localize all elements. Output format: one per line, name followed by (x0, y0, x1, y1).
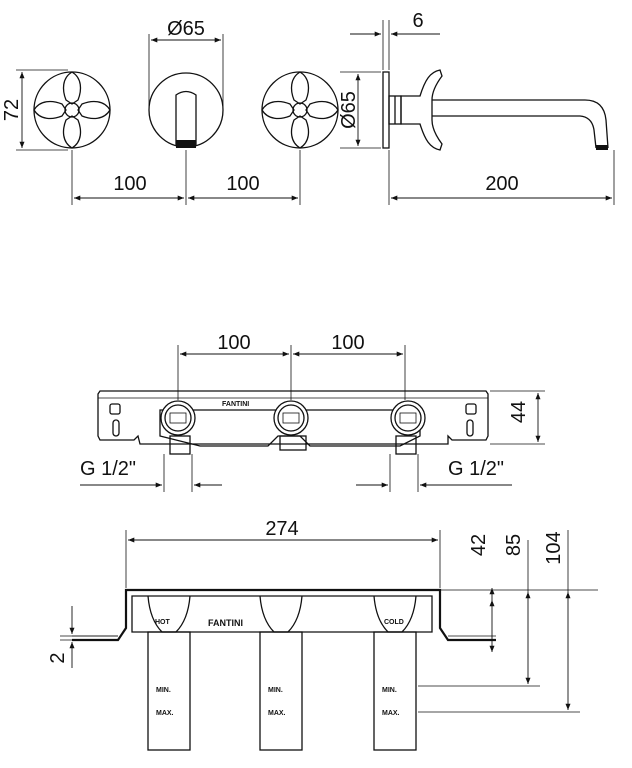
thread-right-label: G 1/2" (448, 458, 504, 480)
spout-escutcheon-front (148, 72, 224, 148)
top-front-view: 72 Ø65 100 100 (1, 18, 339, 205)
middle-body-top-view: FANTINI 100 100 44 (80, 332, 545, 492)
dim-diameter-side-label: Ø65 (338, 91, 360, 129)
dim-42-label: 42 (468, 534, 490, 556)
dim-6-label: 6 (412, 10, 423, 32)
center-pipe (259, 595, 303, 751)
dim-2-label: 2 (47, 652, 69, 663)
dim-72-label: 72 (1, 99, 23, 121)
dim-200-label: 200 (485, 173, 518, 195)
bottom-body-front-view: HOT FANTINI COLD MIN. MAX. MIN. MAX. MIN… (47, 518, 598, 751)
max-label-right: MAX. (382, 710, 400, 717)
middle-brand-label: FANTINI (222, 401, 249, 408)
dim-diameter-front-label: Ø65 (167, 18, 205, 40)
hot-label: HOT (155, 619, 171, 626)
dim-274-label: 274 (265, 518, 298, 540)
max-label-left: MAX. (156, 710, 174, 717)
dim-104-label: 104 (543, 531, 565, 564)
middle-right-valve (390, 400, 426, 436)
dim-85-label: 85 (503, 534, 525, 556)
left-pipe (147, 595, 191, 751)
dim-100-left-label: 100 (113, 173, 146, 195)
min-label-right: MIN. (382, 687, 397, 694)
middle-dim-100-right: 100 (331, 332, 364, 354)
bottom-brand-label: FANTINI (208, 618, 243, 628)
min-label-center: MIN. (268, 687, 283, 694)
middle-center-valve (273, 400, 309, 436)
cold-label: COLD (384, 619, 404, 626)
left-cross-handle (33, 71, 111, 149)
right-cross-handle (261, 71, 339, 149)
middle-dim-44-label: 44 (508, 401, 530, 423)
min-label-left: MIN. (156, 687, 171, 694)
middle-left-valve (160, 400, 196, 436)
thread-left-label: G 1/2" (80, 458, 136, 480)
top-side-view: 6 Ø65 200 (338, 10, 615, 205)
middle-dim-100-left: 100 (217, 332, 250, 354)
dim-100-right-label: 100 (226, 173, 259, 195)
right-pipe (373, 595, 417, 751)
max-label-center: MAX. (268, 710, 286, 717)
